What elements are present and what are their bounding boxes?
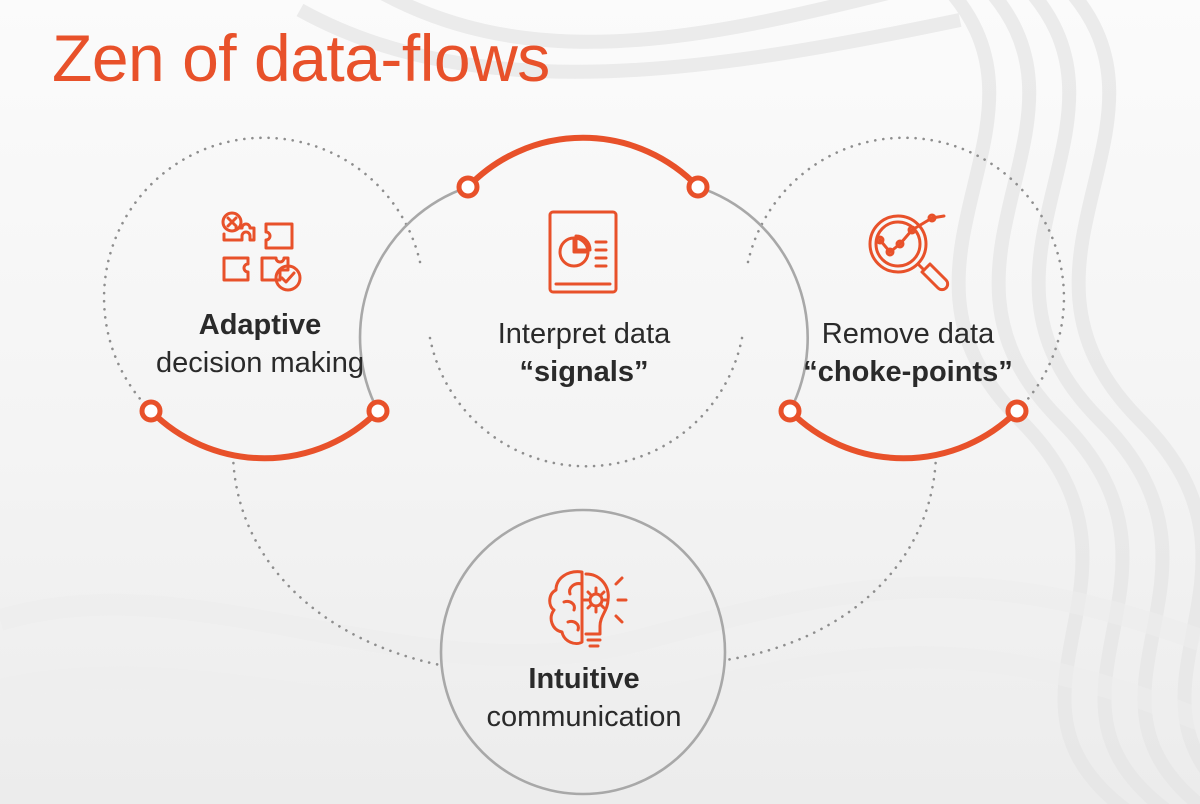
- magnifier-trend-icon: [862, 206, 958, 302]
- bottom-dotted-arc: [231, 453, 442, 667]
- connector-dot: [778, 399, 802, 423]
- right-circle-orange-arc: [787, 408, 1020, 462]
- connector-dot: [1005, 399, 1029, 423]
- connector-dot: [686, 175, 710, 199]
- node-intuitive-label: Intuitive communication: [434, 660, 734, 737]
- connector-dot: [366, 399, 390, 423]
- report-chart-icon: [536, 206, 632, 302]
- node-intuitive-subtitle: communication: [486, 701, 682, 734]
- bottom-circle-outline: [439, 508, 727, 796]
- node-remove-title: Remove data: [821, 318, 995, 350]
- left-circle-orange-arc: [148, 408, 381, 462]
- connector-dot: [456, 175, 480, 199]
- node-adaptive-title: Adaptive: [198, 309, 322, 341]
- center-circle-dotted-outline: [428, 336, 744, 468]
- brain-bulb-icon: [538, 564, 634, 660]
- node-adaptive-label: Adaptive decision making: [110, 306, 410, 383]
- center-circle-grey-left-arc: [358, 185, 469, 412]
- node-interpret-label: Interpret data “signals”: [434, 315, 734, 392]
- node-remove-label: Remove data “choke-points”: [758, 315, 1058, 392]
- bottom-dotted-arc-right: [724, 453, 938, 662]
- node-intuitive-title: Intuitive: [528, 663, 640, 695]
- center-circle-orange-arc: [465, 134, 701, 190]
- puzzle-flow-icon: [214, 206, 310, 302]
- node-adaptive-subtitle: decision making: [156, 347, 364, 380]
- connector-dot: [139, 399, 163, 423]
- center-circle-grey-right-arc: [697, 185, 809, 412]
- node-interpret-title: Interpret data: [497, 318, 671, 350]
- node-remove-subtitle: “choke-points”: [803, 356, 1013, 389]
- page-title: Zen of data-flows: [52, 21, 550, 95]
- node-interpret-subtitle: “signals”: [519, 356, 649, 389]
